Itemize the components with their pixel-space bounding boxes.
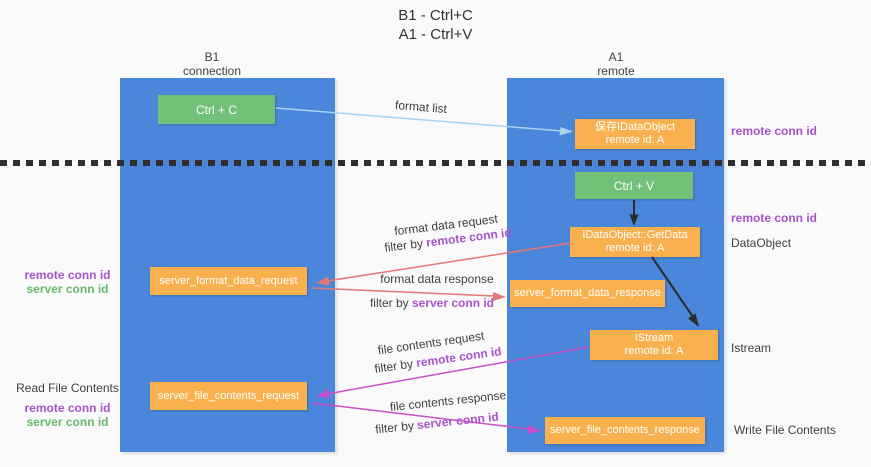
node-idataobject-getdata-line2: remote id: A: [605, 242, 665, 254]
annotation-remote-conn-id-left-2: remote conn id: [24, 401, 111, 415]
annotation-server-conn-id-left-2: server conn id: [26, 415, 109, 429]
node-save-idataobject: 保存IDataObject remote id: A: [575, 119, 695, 149]
node-ctrl-c: Ctrl + C: [158, 95, 275, 124]
node-server-format-data-request-label: server_format_data_request: [159, 274, 298, 287]
node-server-file-contents-response-label: server_file_contents_response: [550, 424, 700, 436]
node-server-format-data-response-label: server_format_data_response: [514, 287, 661, 299]
annotation-remote-conn-id-left-1: remote conn id: [24, 268, 111, 282]
arrow-format-response: [311, 287, 495, 297]
annotation-left-conn-ids-top: remote conn id server conn id: [0, 268, 135, 296]
annotation-istream: Istream: [731, 341, 772, 355]
annotation-read-file-contents: Read File Contents: [16, 381, 119, 395]
filter-by-text: filter by: [374, 418, 418, 437]
node-idataobject-getdata-line1: IDataObject::GetData: [582, 229, 688, 241]
edge-label-format-response-title: format data response: [380, 272, 494, 286]
node-server-format-data-response: server_format_data_response: [510, 280, 665, 307]
filter-by-text: filter by: [373, 356, 418, 376]
node-ctrl-c-label: Ctrl + C: [195, 102, 237, 117]
node-idataobject-getdata: IDataObject::GetData remote id: A: [570, 227, 700, 257]
node-istream: IStream remote id: A: [590, 330, 718, 360]
annotation-server-conn-id-left-1: server conn id: [26, 282, 109, 296]
node-server-file-contents-request-label: server_file_contents_request: [157, 389, 300, 402]
lifeline-b1-subtitle: connection: [182, 64, 242, 78]
node-ctrl-v: Ctrl + V: [575, 172, 693, 199]
server-conn-id-key: server conn id: [416, 409, 500, 433]
node-save-idataobject-line2: remote id: A: [605, 134, 665, 146]
lifeline-a1-name: A1: [608, 50, 624, 64]
annotation-read-file-block: Read File Contents remote conn id server…: [0, 381, 135, 429]
filter-by-text: filter by: [369, 296, 412, 310]
node-server-file-contents-request: server_file_contents_request: [150, 382, 307, 410]
node-istream-line1: IStream: [634, 332, 674, 344]
lifeline-a1-subtitle: remote: [597, 64, 635, 78]
section-divider-dashed-line: [0, 160, 871, 166]
annotation-write-file-contents: Write File Contents: [734, 423, 836, 437]
title-line-2: A1 - Ctrl+V: [398, 26, 473, 43]
node-ctrl-v-label: Ctrl + V: [613, 178, 655, 193]
lifeline-header-b1: B1 connection: [132, 50, 292, 78]
node-save-idataobject-line1: 保存IDataObject: [594, 121, 676, 133]
node-istream-line2: remote id: A: [624, 345, 684, 357]
title-line-1: B1 - Ctrl+C: [398, 7, 473, 24]
lifeline-b1-name: B1: [204, 50, 220, 64]
edge-label-format-response-filter: filter by server conn id: [322, 296, 542, 310]
annotation-dataobject: DataObject: [731, 236, 792, 250]
lifeline-header-a1: A1 remote: [536, 50, 696, 78]
server-conn-id-key: server conn id: [411, 296, 495, 310]
edge-label-format-list: format list: [394, 97, 448, 117]
diagram-title: B1 - Ctrl+C A1 - Ctrl+V: [0, 6, 871, 44]
annotation-remote-conn-id-mid: remote conn id: [731, 211, 818, 225]
annotation-remote-conn-id-top: remote conn id: [731, 124, 818, 138]
node-server-format-data-request: server_format_data_request: [150, 267, 307, 295]
node-server-file-contents-response: server_file_contents_response: [545, 417, 705, 444]
